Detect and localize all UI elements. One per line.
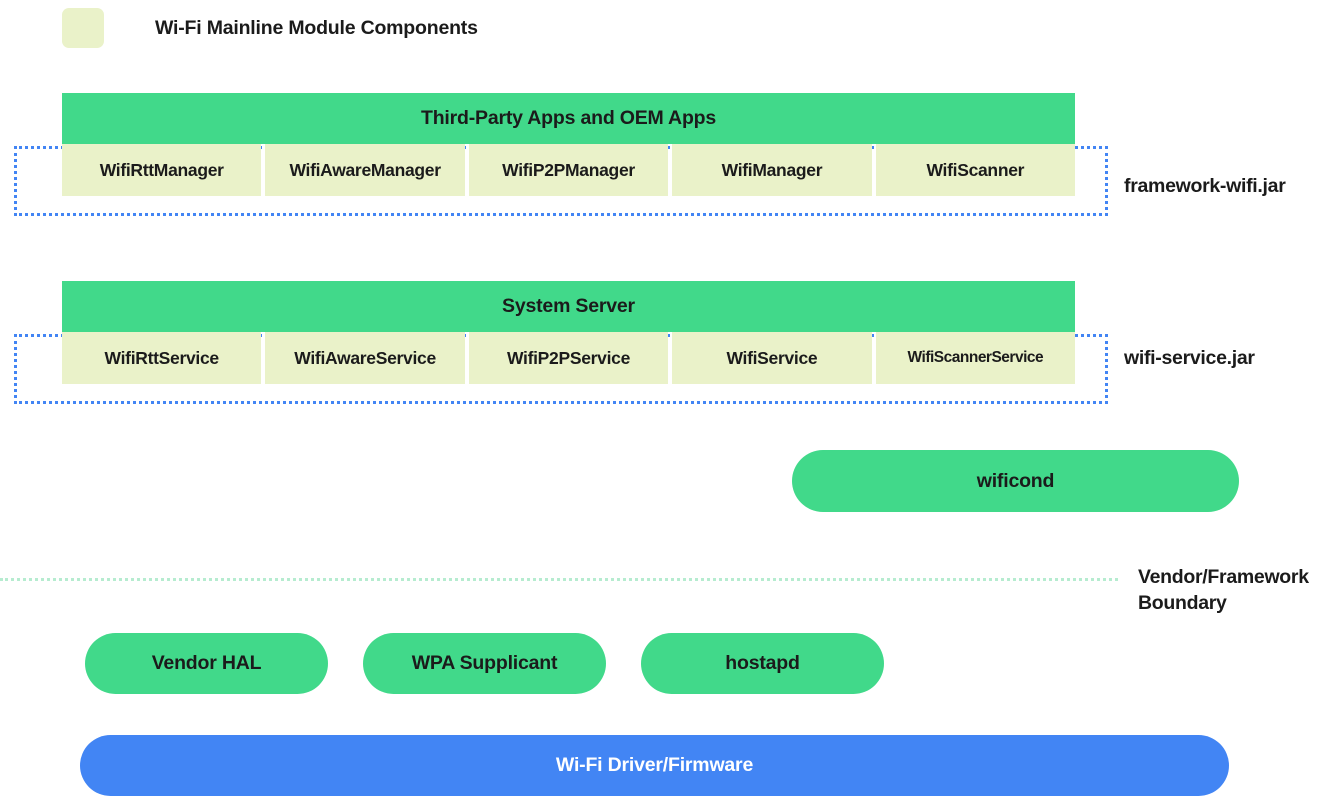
band-cells-wifi-service: WifiRttService WifiAwareService WifiP2PS…	[62, 332, 1076, 384]
jar-label-framework-wifi: framework-wifi.jar	[1124, 175, 1286, 197]
cell-wifiscannerservice[interactable]: WifiScannerService	[875, 332, 1076, 384]
pill-wificond[interactable]: wificond	[792, 450, 1239, 512]
cell-wifirttmanager[interactable]: WifiRttManager	[62, 144, 262, 196]
cell-wifip2pmanager[interactable]: WifiP2PManager	[468, 144, 669, 196]
band-header-system-server: System Server	[62, 281, 1075, 332]
pill-wpa-supplicant[interactable]: WPA Supplicant	[363, 633, 606, 694]
cell-wifiawaremanager[interactable]: WifiAwareManager	[265, 144, 465, 196]
pill-vendor-hal[interactable]: Vendor HAL	[85, 633, 328, 694]
pill-wificond-label: wificond	[976, 469, 1055, 492]
pill-wifi-driver-firmware-label: Wi-Fi Driver/Firmware	[555, 754, 754, 776]
boundary-label-line-2: Boundary	[1138, 592, 1227, 614]
pill-wpa-supplicant-label: WPA Supplicant	[411, 652, 558, 674]
legend: Wi-Fi Mainline Module Components	[62, 8, 478, 48]
cell-wifiawareservice[interactable]: WifiAwareService	[265, 332, 465, 384]
jar-label-wifi-service: wifi-service.jar	[1124, 347, 1255, 369]
legend-label: Wi-Fi Mainline Module Components	[155, 16, 478, 39]
cell-wifirttservice[interactable]: WifiRttService	[62, 332, 262, 384]
boundary-label-line-1: Vendor/Framework	[1138, 566, 1309, 588]
pill-hostapd-label: hostapd	[725, 652, 800, 674]
cell-wifimanager[interactable]: WifiManager	[672, 144, 872, 196]
band-header-third-party-apps: Third-Party Apps and OEM Apps	[62, 93, 1075, 144]
pill-vendor-hal-label: Vendor HAL	[151, 652, 262, 674]
cell-wifip2pservice[interactable]: WifiP2PService	[468, 332, 669, 384]
band-third-party-apps: Third-Party Apps and OEM Apps WifiRttMan…	[62, 93, 1076, 196]
legend-swatch-icon	[62, 8, 104, 48]
pill-wifi-driver-firmware[interactable]: Wi-Fi Driver/Firmware	[80, 735, 1229, 796]
vendor-framework-boundary-line	[0, 578, 1118, 581]
band-cells-framework-wifi: WifiRttManager WifiAwareManager WifiP2PM…	[62, 144, 1076, 196]
vendor-framework-boundary-label: Vendor/Framework Boundary	[1138, 564, 1333, 616]
pill-hostapd[interactable]: hostapd	[641, 633, 884, 694]
cell-wifiservice[interactable]: WifiService	[672, 332, 872, 384]
band-system-server: System Server WifiRttService WifiAwareSe…	[62, 281, 1076, 384]
cell-wifiscanner[interactable]: WifiScanner	[875, 144, 1076, 196]
